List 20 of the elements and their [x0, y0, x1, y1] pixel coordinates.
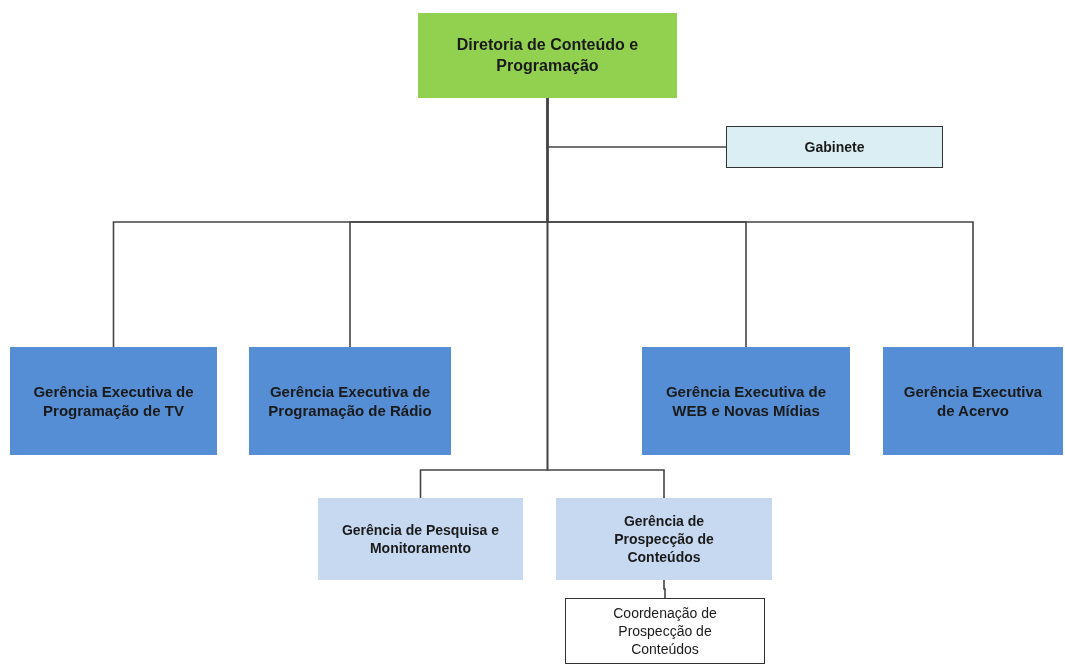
box-label: Diretoria de Conteúdo e Programação [455, 34, 640, 76]
box-label: Gerência de Pesquisa e Monitoramento [340, 520, 501, 558]
box-label: Coordenação de Prospecção de Conteúdos [612, 603, 718, 659]
manager-box [556, 498, 772, 580]
executive-box [642, 347, 850, 455]
director-box [418, 13, 677, 98]
executive-box [10, 347, 217, 455]
connector-line [546, 97, 665, 499]
staff-box [726, 126, 943, 168]
box-label: Gabinete [804, 137, 865, 157]
box-label: Gerência Executiva de Programação de Rádio [267, 381, 433, 421]
executive-box [883, 347, 1063, 455]
coordination-box [565, 598, 765, 664]
box-label: Gerência de Prospecção de Conteúdos [613, 511, 715, 567]
box-label: Gerência Executiva de WEB e Novas Mídias [664, 381, 828, 421]
executive-box [249, 347, 451, 455]
box-label: Gerência Executiva de Acervo [902, 381, 1044, 421]
manager-box [318, 498, 523, 580]
connector-line [663, 579, 666, 599]
box-label: Gerência Executiva de Programação de TV [32, 381, 195, 421]
